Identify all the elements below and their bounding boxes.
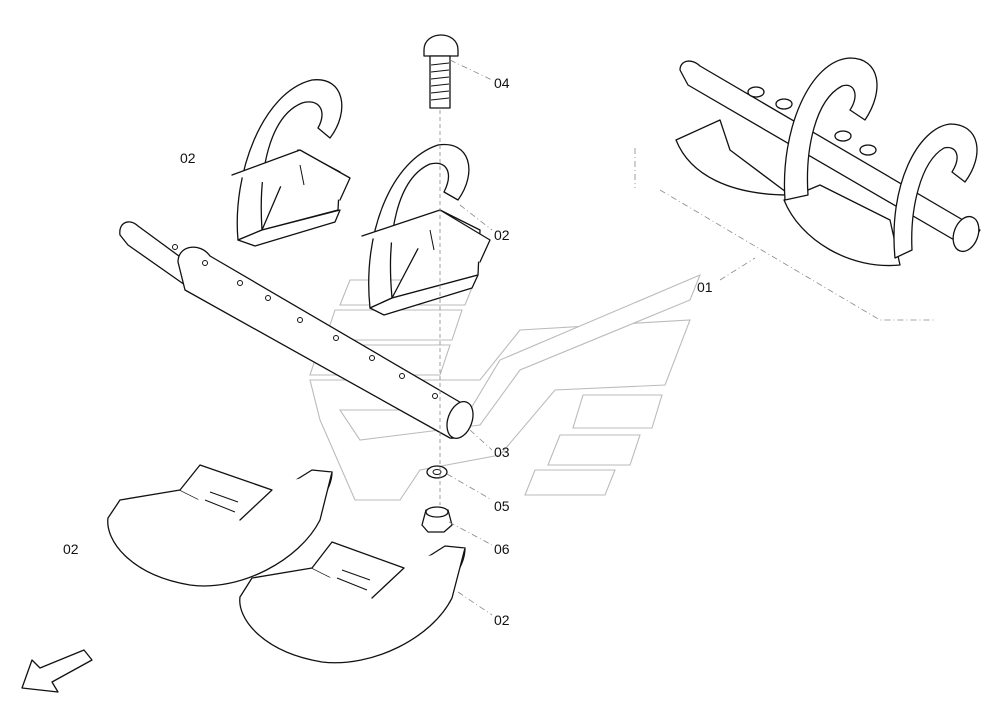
bolt bbox=[423, 34, 459, 109]
label-segment-lower-left: 02 bbox=[63, 541, 79, 557]
label-washer: 05 bbox=[494, 498, 510, 514]
shaft bbox=[119, 221, 474, 439]
leader-lines bbox=[439, 59, 935, 616]
washer bbox=[426, 465, 448, 479]
segment-upper-left bbox=[231, 79, 351, 247]
segment-upper-mid bbox=[361, 143, 491, 316]
label-nut: 06 bbox=[494, 541, 510, 557]
label-bolt: 04 bbox=[494, 75, 510, 91]
segment-lower-right bbox=[239, 541, 466, 664]
label-segment-lower-right: 02 bbox=[494, 612, 510, 628]
label-shaft: 03 bbox=[494, 444, 510, 460]
nut bbox=[421, 506, 453, 533]
label-shaft-assembly: 01 bbox=[697, 279, 713, 295]
label-segment-upper-mid: 02 bbox=[494, 227, 510, 243]
part-labels: 02 04 02 01 03 05 06 02 02 bbox=[63, 75, 713, 628]
label-segment-upper-left: 02 bbox=[180, 150, 196, 166]
arrow-down-left-icon bbox=[21, 649, 93, 693]
segment-lower-left bbox=[107, 464, 333, 587]
watermark-logo bbox=[309, 273, 702, 501]
shaft-assembly bbox=[675, 57, 981, 267]
